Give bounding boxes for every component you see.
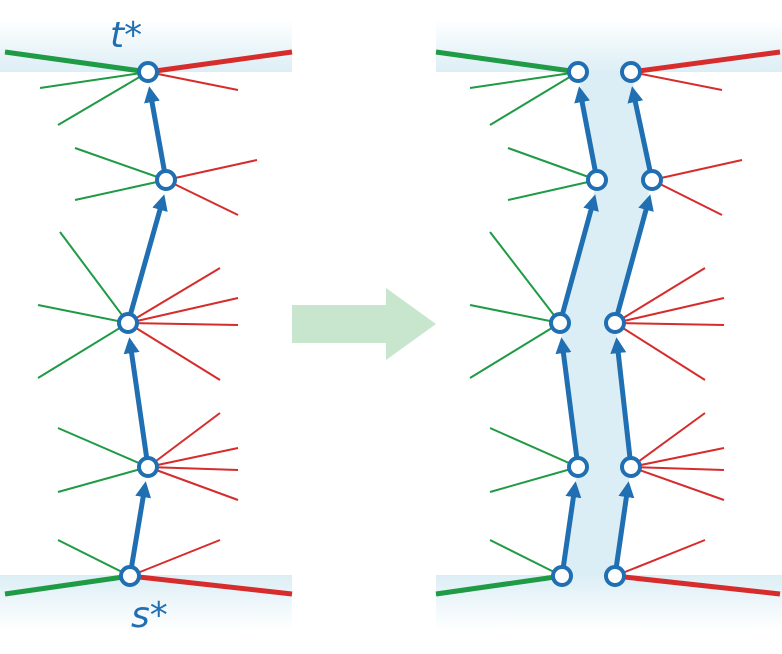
node	[551, 565, 573, 587]
top-green-boundary-edge	[435, 49, 579, 75]
node	[155, 169, 177, 191]
right-side-edges	[614, 71, 743, 577]
bottom-red-boundary-edge	[614, 573, 781, 597]
split-path-nodes	[549, 61, 663, 587]
node	[604, 565, 626, 587]
node	[586, 169, 608, 191]
node	[620, 61, 642, 83]
right-panel-after	[435, 20, 782, 630]
source-vertex-label: s*	[131, 595, 168, 636]
top-boundary-band	[436, 20, 782, 72]
node	[549, 312, 571, 334]
top-red-boundary-edge	[630, 49, 781, 75]
left-side-edges	[469, 71, 598, 577]
node-s-star	[119, 565, 141, 587]
node	[641, 169, 663, 191]
split-path-right	[610, 86, 655, 577]
top-green-boundary-edge	[4, 49, 149, 75]
node	[620, 456, 642, 478]
path-nodes	[117, 61, 177, 587]
left-side-edges	[37, 71, 167, 577]
bottom-red-boundary-edge	[129, 573, 293, 597]
bottom-green-boundary-edge	[435, 573, 563, 597]
node	[117, 312, 139, 334]
top-red-boundary-edge	[147, 49, 293, 75]
node	[604, 312, 626, 334]
node	[567, 456, 589, 478]
node-t-star	[137, 61, 159, 83]
split-path-left	[555, 86, 600, 577]
node	[567, 61, 589, 83]
right-side-edges	[127, 71, 258, 577]
directed-path-s-to-t	[123, 86, 169, 577]
target-vertex-label: t*	[110, 15, 143, 56]
node	[137, 456, 159, 478]
bottom-boundary-band	[0, 575, 292, 630]
left-panel-before	[0, 20, 293, 630]
bottom-green-boundary-edge	[4, 573, 131, 597]
right-arrow-icon	[292, 288, 436, 360]
